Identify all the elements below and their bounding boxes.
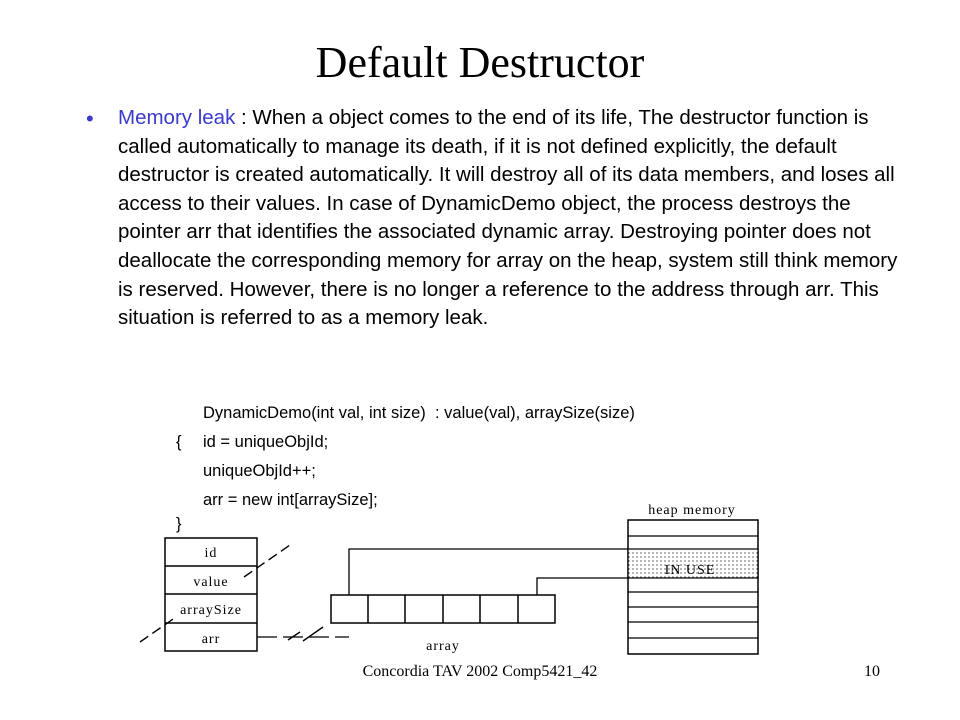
code-line-new-array: arr = new int[arraySize]; xyxy=(203,491,378,509)
footer-course: Concordia TAV 2002 Comp5421_42 xyxy=(362,663,598,680)
field-arraysize: arraySize xyxy=(180,603,242,618)
code-close-brace: } xyxy=(176,515,182,533)
heap-label: heap memory xyxy=(648,503,736,518)
field-id: id xyxy=(205,546,218,561)
in-use-label: IN USE xyxy=(665,563,716,578)
bullet-body: : When a object comes to the end of its … xyxy=(118,106,898,330)
array-heap-connectors xyxy=(348,548,628,595)
destroyed-object-marks xyxy=(139,544,324,643)
heap-memory: heap memory IN USE xyxy=(627,503,759,655)
in-use-block xyxy=(627,548,759,579)
code-line-constructor: DynamicDemo(int val, int size) : value(v… xyxy=(203,404,635,422)
footer-page-number: 10 xyxy=(864,663,880,680)
code-line-id: id = uniqueObjId; xyxy=(203,433,329,451)
field-value: value xyxy=(193,575,228,590)
dynamic-array: array xyxy=(330,594,556,654)
bullet-lead: Memory leak xyxy=(118,106,236,129)
object-box: id value arraySize arr xyxy=(164,537,258,652)
code-line-increment: uniqueObjId++; xyxy=(203,462,316,480)
bullet-paragraph: Memory leak : When a object comes to the… xyxy=(118,104,898,333)
array-label: array xyxy=(426,639,460,654)
field-arr: arr xyxy=(202,632,221,647)
slide-title: Default Destructor xyxy=(315,38,645,87)
bullet-marker: • xyxy=(86,106,94,131)
code-open-brace: { xyxy=(176,433,182,451)
